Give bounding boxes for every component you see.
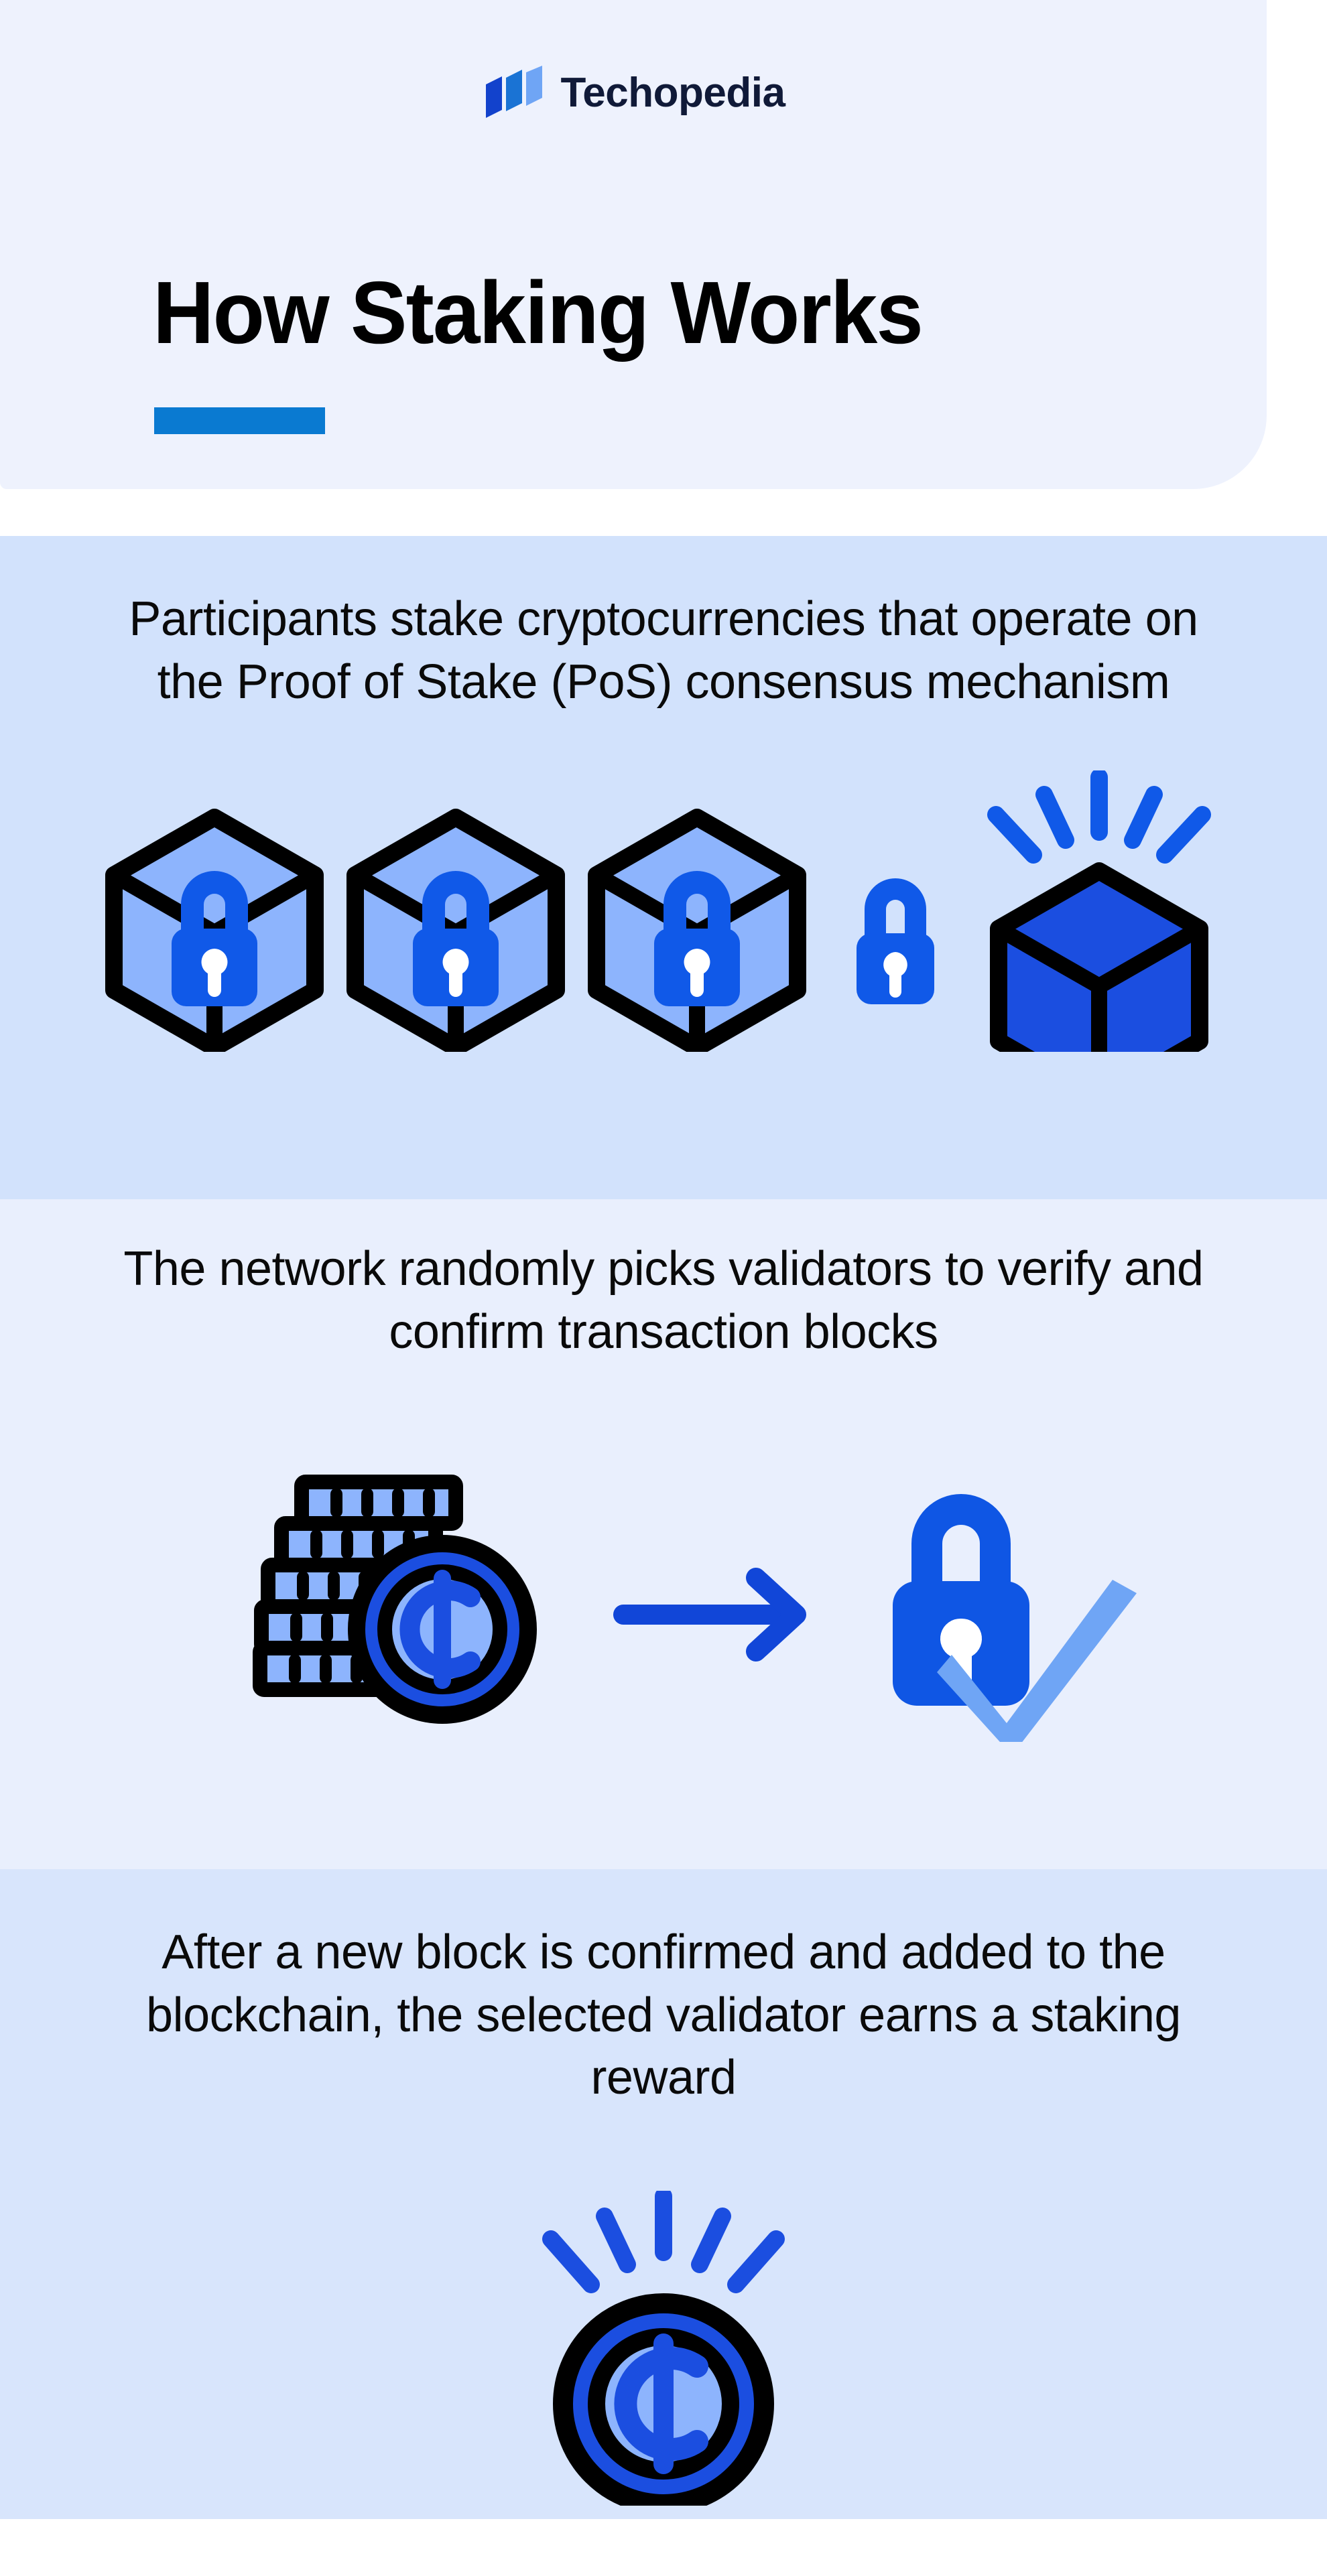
crypto-coin-icon xyxy=(348,1535,537,1724)
arrow-right-icon xyxy=(613,1568,806,1662)
padlock-check-icon xyxy=(893,1494,1137,1742)
padlock-icon xyxy=(857,878,934,1004)
locked-block-icon xyxy=(346,809,565,1052)
bottom-white-strip xyxy=(0,2519,1327,2576)
step-2-illustration xyxy=(0,1461,1327,1742)
reward-coin-icon xyxy=(542,2191,785,2506)
techopedia-logo-mark-icon xyxy=(485,66,542,118)
step-2-icons-group xyxy=(253,1475,1137,1742)
locked-block-icon xyxy=(105,809,324,1052)
sparkle-rays-icon xyxy=(987,770,1211,864)
step-section-2: The network randomly picks validators to… xyxy=(0,1199,1327,1869)
step-section-1: Participants stake cryptocurrencies that… xyxy=(0,536,1327,1199)
step-3-illustration xyxy=(0,2191,1327,2506)
step-3-icons-group xyxy=(542,2191,785,2506)
step-1-text: Participants stake cryptocurrencies that… xyxy=(129,592,1198,709)
padlock-icon xyxy=(893,1494,1029,1706)
brand-logo[interactable]: Techopedia xyxy=(0,64,1267,122)
title-accent-bar xyxy=(154,407,325,434)
coin-stack-icon xyxy=(253,1475,537,1724)
header-card: Techopedia How Staking Works xyxy=(0,0,1267,489)
sparkle-rays-icon xyxy=(542,2191,785,2293)
confirmed-block-icon xyxy=(987,770,1211,1052)
brand-name: Techopedia xyxy=(560,70,785,116)
step-3-text: After a new block is confirmed and added… xyxy=(146,1925,1181,2105)
step-section-3: After a new block is confirmed and added… xyxy=(0,1869,1327,2519)
page-title: How Staking Works xyxy=(153,263,924,362)
locked-block-icon xyxy=(588,809,806,1052)
checkmark-icon xyxy=(937,1580,1137,1742)
step-1-illustration xyxy=(0,770,1327,1052)
step-1-icons-group xyxy=(105,770,1211,1052)
step-2-text: The network randomly picks validators to… xyxy=(123,1242,1204,1359)
